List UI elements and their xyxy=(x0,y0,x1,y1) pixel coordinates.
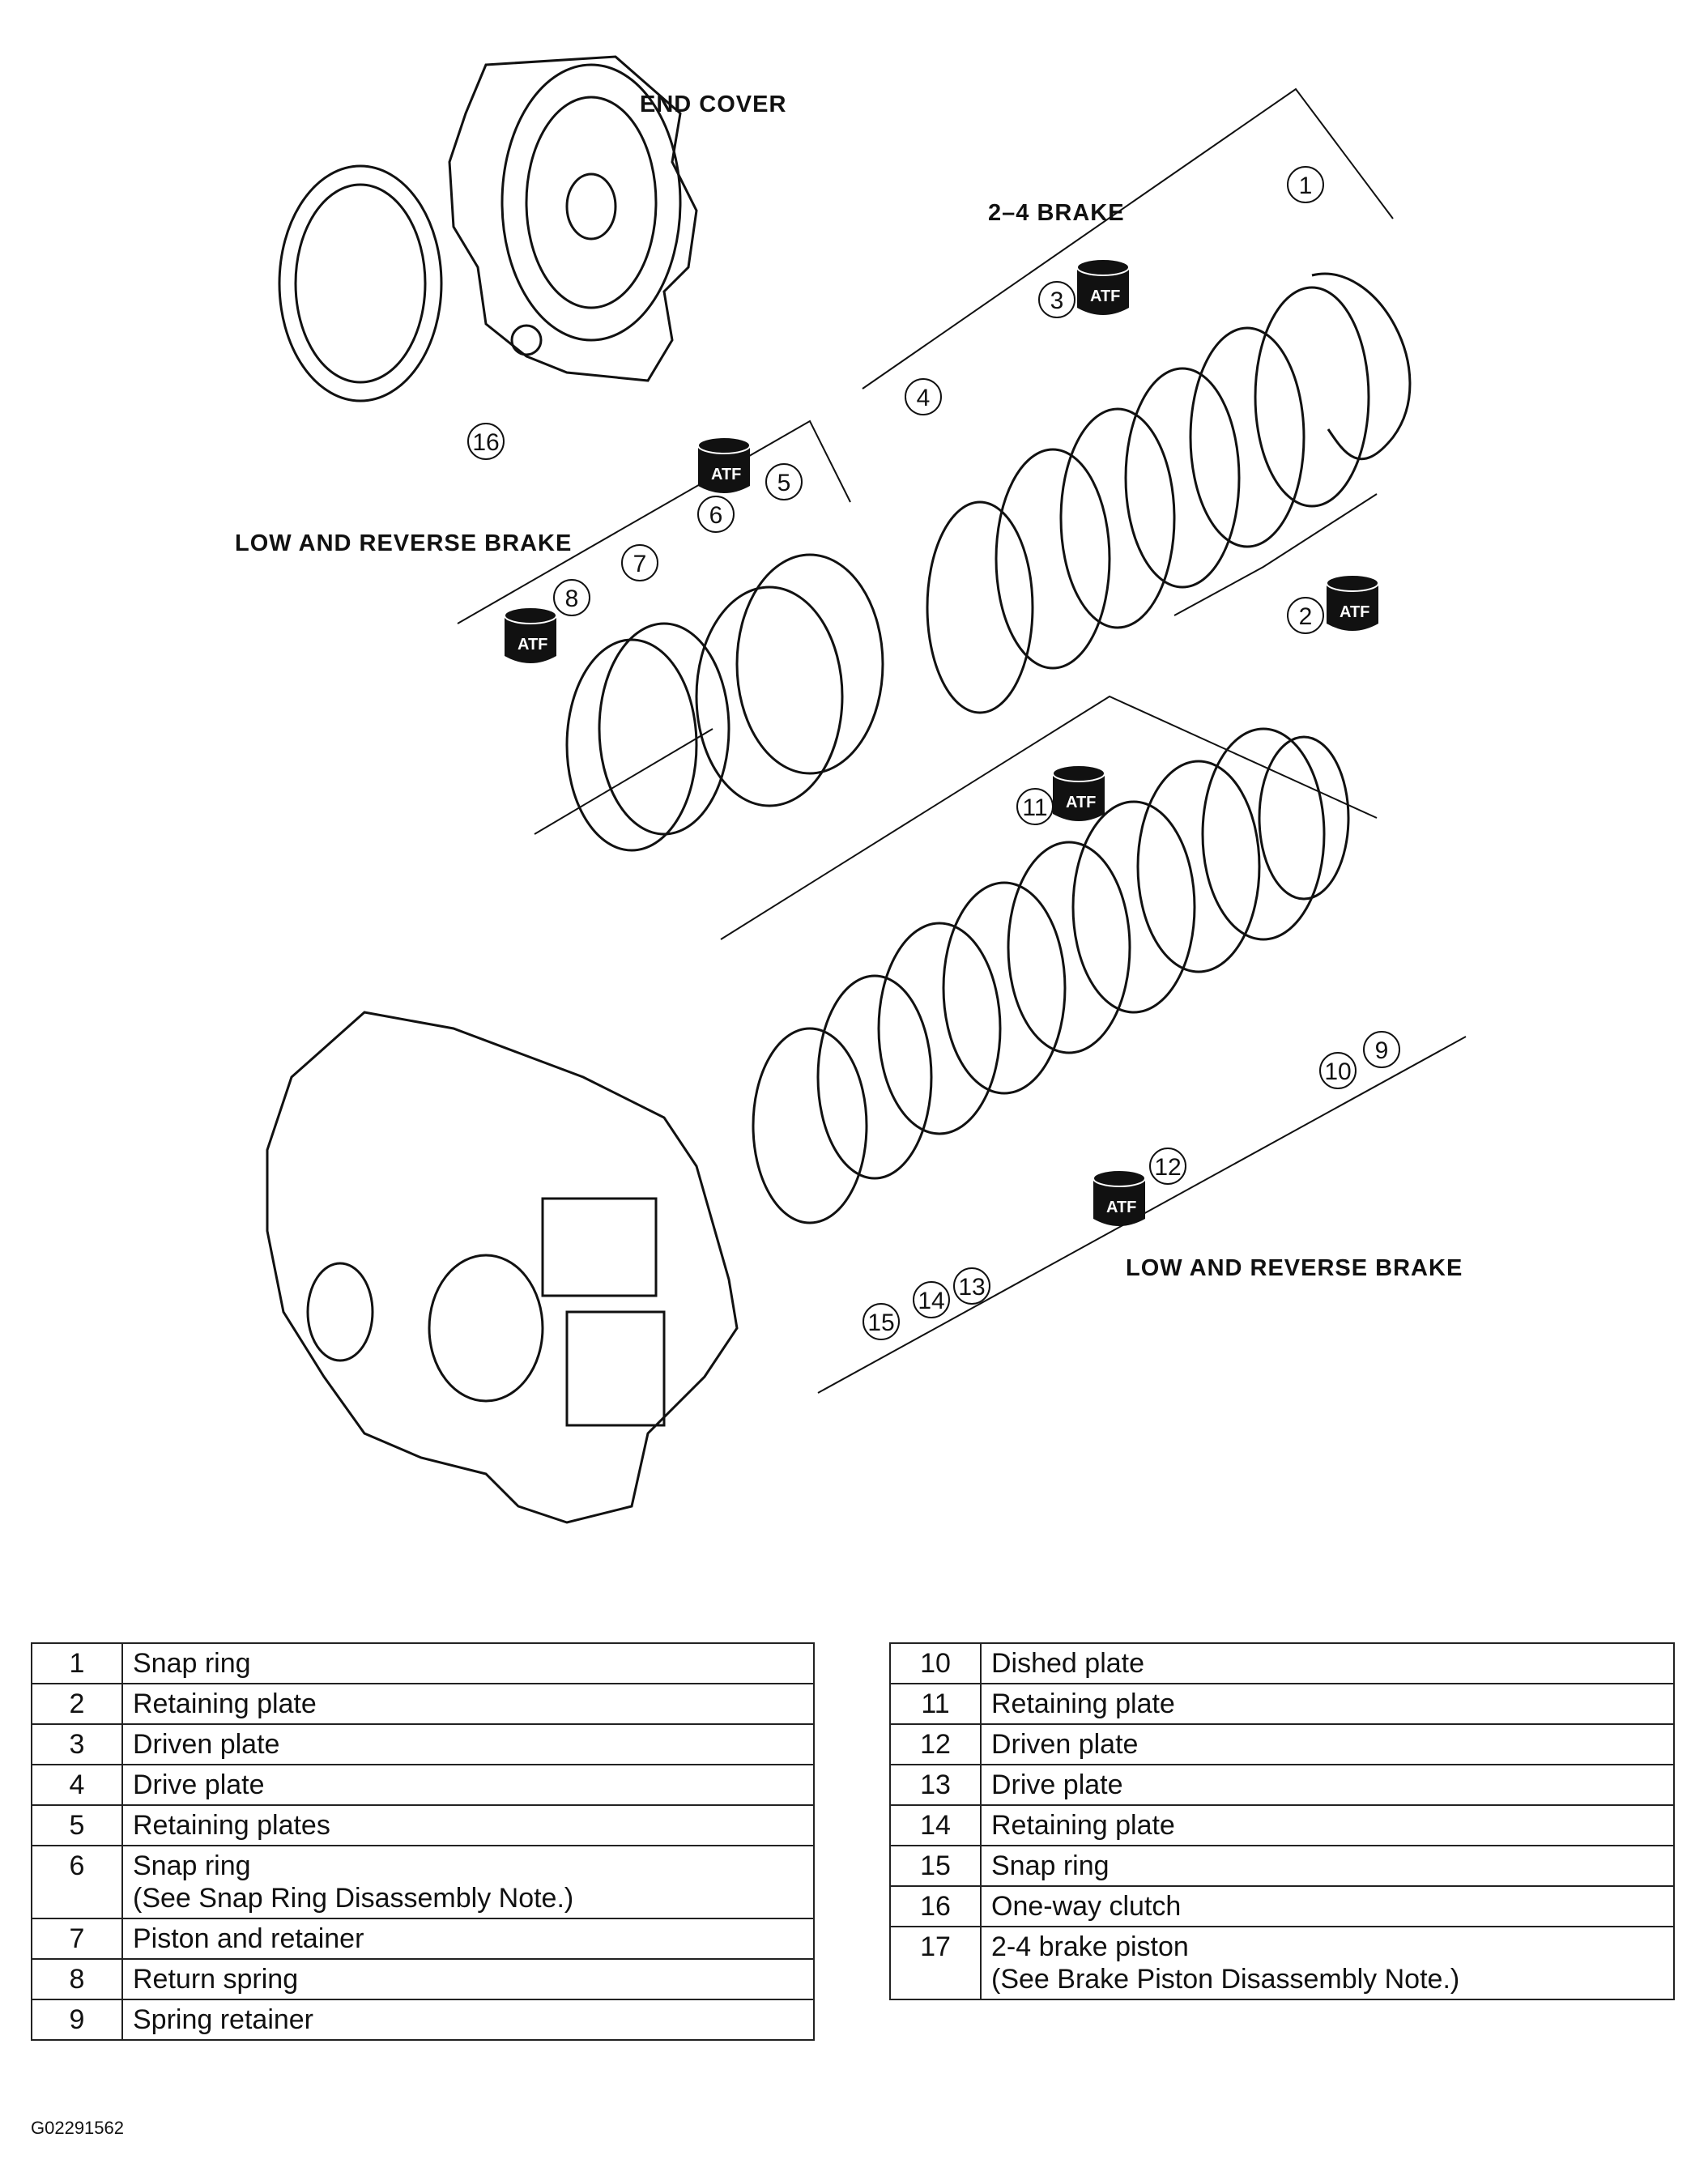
callout-number: 10 xyxy=(1324,1058,1351,1085)
low-reverse-brake-label-lower: LOW AND REVERSE BRAKE xyxy=(1126,1255,1463,1281)
callout-number: 8 xyxy=(565,586,579,612)
end-cover-label: END COVER xyxy=(640,92,786,117)
callout-number: 5 xyxy=(777,470,791,496)
callout-number: 11 xyxy=(1022,794,1047,821)
svg-text:ATF: ATF xyxy=(711,466,741,483)
callout-13 xyxy=(953,1267,990,1305)
callout-number: 15 xyxy=(867,1309,894,1336)
callout-14 xyxy=(913,1281,950,1318)
callout-number: 14 xyxy=(918,1288,944,1314)
brake-24-plates xyxy=(926,272,1412,714)
low-reverse-brake-label-upper: LOW AND REVERSE BRAKE xyxy=(235,530,572,556)
callout-6 xyxy=(697,496,735,533)
callout-4 xyxy=(905,378,942,415)
callout-1 xyxy=(1287,166,1324,203)
disassembly-note: (See Snap Ring Disassembly Note.) xyxy=(133,1883,574,1914)
callout-number: 3 xyxy=(1050,287,1064,314)
callout-8 xyxy=(553,579,590,616)
svg-text:ATF: ATF xyxy=(1090,287,1120,305)
callout-5 xyxy=(765,463,803,500)
atf-marker: ATF xyxy=(697,436,751,493)
svg-text:ATF: ATF xyxy=(518,636,547,654)
callout-number: 7 xyxy=(633,551,647,577)
one-way-clutch-part xyxy=(278,164,443,402)
svg-text:ATF: ATF xyxy=(1106,1199,1136,1216)
atf-marker: ATF xyxy=(1076,258,1130,315)
callout-number: 9 xyxy=(1375,1037,1389,1064)
callout-15 xyxy=(863,1303,900,1340)
callout-12 xyxy=(1149,1148,1186,1185)
callout-2 xyxy=(1287,597,1324,634)
callout-number: 4 xyxy=(917,385,931,411)
callout-number: 6 xyxy=(709,502,723,529)
svg-text:ATF: ATF xyxy=(1066,794,1096,811)
callout-number: 13 xyxy=(958,1274,985,1301)
callout-number: 2 xyxy=(1299,603,1313,630)
callout-number: 12 xyxy=(1154,1154,1181,1181)
atf-marker: ATF xyxy=(1052,764,1105,821)
callout-16 xyxy=(467,423,505,460)
transmission-case xyxy=(266,1011,739,1524)
atf-marker: ATF xyxy=(1093,1169,1146,1226)
callout-number: 1 xyxy=(1299,172,1313,199)
end-cover-part xyxy=(448,55,698,382)
callout-11 xyxy=(1016,788,1054,825)
figure-code: G02291562 xyxy=(31,2118,124,2138)
atf-marker: ATF xyxy=(504,607,557,663)
callout-10 xyxy=(1319,1052,1357,1089)
callout-7 xyxy=(621,544,658,581)
exploded-view-diagram: END COVER 2–4 BRAKE LOW AND REVERSE BRAK… xyxy=(235,55,1467,1524)
callout-9 xyxy=(1363,1031,1400,1068)
low-reverse-piston-parts xyxy=(565,553,884,852)
svg-text:ATF: ATF xyxy=(1340,603,1369,621)
callout-number: 16 xyxy=(472,429,499,456)
low-reverse-plates xyxy=(752,727,1350,1224)
callout-3 xyxy=(1038,281,1075,318)
atf-marker: ATF xyxy=(1326,574,1379,631)
brake-24-label: 2–4 BRAKE xyxy=(988,200,1125,226)
disassembly-note: (See Brake Piston Disassembly Note.) xyxy=(991,1964,1460,1995)
